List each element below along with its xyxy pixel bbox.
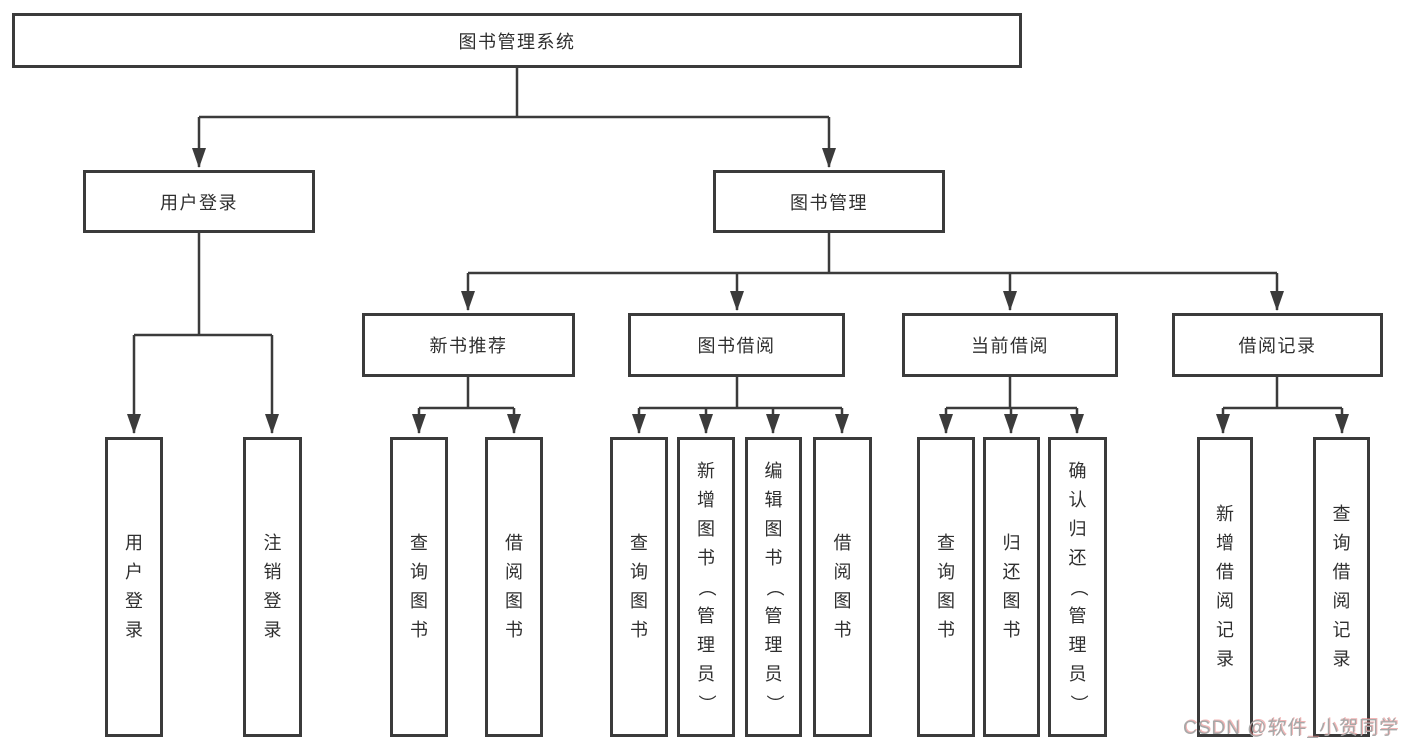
node-label: 图书管理系统	[458, 31, 576, 52]
node-book-borrowing: 图书借阅	[628, 313, 845, 377]
node-label: 查询借阅记录	[1332, 504, 1351, 669]
node-label: 借阅图书	[833, 533, 852, 640]
node-bb-borrow-books: 借阅图书	[813, 437, 872, 737]
node-new-book-recommend: 新书推荐	[362, 313, 575, 377]
node-label: 用户登录	[125, 533, 143, 640]
node-nbr-borrow-books: 借阅图书	[485, 437, 543, 737]
node-bb-add-books-admin: 新增图书（管理员）	[677, 437, 735, 737]
node-br-add-record: 新增借阅记录	[1197, 437, 1253, 737]
node-current-borrowing: 当前借阅	[902, 313, 1118, 377]
node-label: 查询图书	[630, 533, 648, 640]
node-library-management-system: 图书管理系统	[12, 13, 1022, 68]
node-label: 注销登录	[263, 533, 282, 640]
node-label: 借阅图书	[505, 533, 523, 640]
node-nbr-query-books: 查询图书	[390, 437, 448, 737]
node-label: 当前借阅	[971, 336, 1049, 356]
node-label: 新增图书（管理员）	[696, 460, 717, 713]
node-label: 新增借阅记录	[1216, 504, 1234, 669]
node-label: 编辑图书（管理员）	[764, 460, 784, 713]
node-label: 借阅记录	[1238, 336, 1317, 356]
node-book-management: 图书管理	[713, 170, 945, 233]
node-borrowing-records: 借阅记录	[1172, 313, 1383, 377]
node-bb-edit-books-admin: 编辑图书（管理员）	[745, 437, 802, 737]
csdn-watermark: CSDN @软件_小贺同学	[1183, 718, 1399, 739]
node-user-login: 用户登录	[83, 170, 315, 233]
node-label: 查询图书	[937, 533, 955, 640]
node-label: 图书管理	[790, 192, 868, 213]
node-cb-confirm-return-admin: 确认归还（管理员）	[1048, 437, 1107, 737]
node-label: 归还图书	[1002, 533, 1021, 640]
node-label: 图书借阅	[697, 336, 776, 356]
node-label: 查询图书	[410, 533, 428, 640]
node-br-query-record: 查询借阅记录	[1313, 437, 1370, 737]
node-cb-query-books: 查询图书	[917, 437, 975, 737]
node-login: 用户登录	[105, 437, 163, 737]
node-logout: 注销登录	[243, 437, 302, 737]
node-label: 用户登录	[160, 192, 238, 213]
node-cb-return-books: 归还图书	[983, 437, 1040, 737]
node-label: 新书推荐	[429, 336, 508, 356]
node-label: 确认归还（管理员）	[1068, 460, 1088, 713]
node-bb-query-books: 查询图书	[610, 437, 668, 737]
